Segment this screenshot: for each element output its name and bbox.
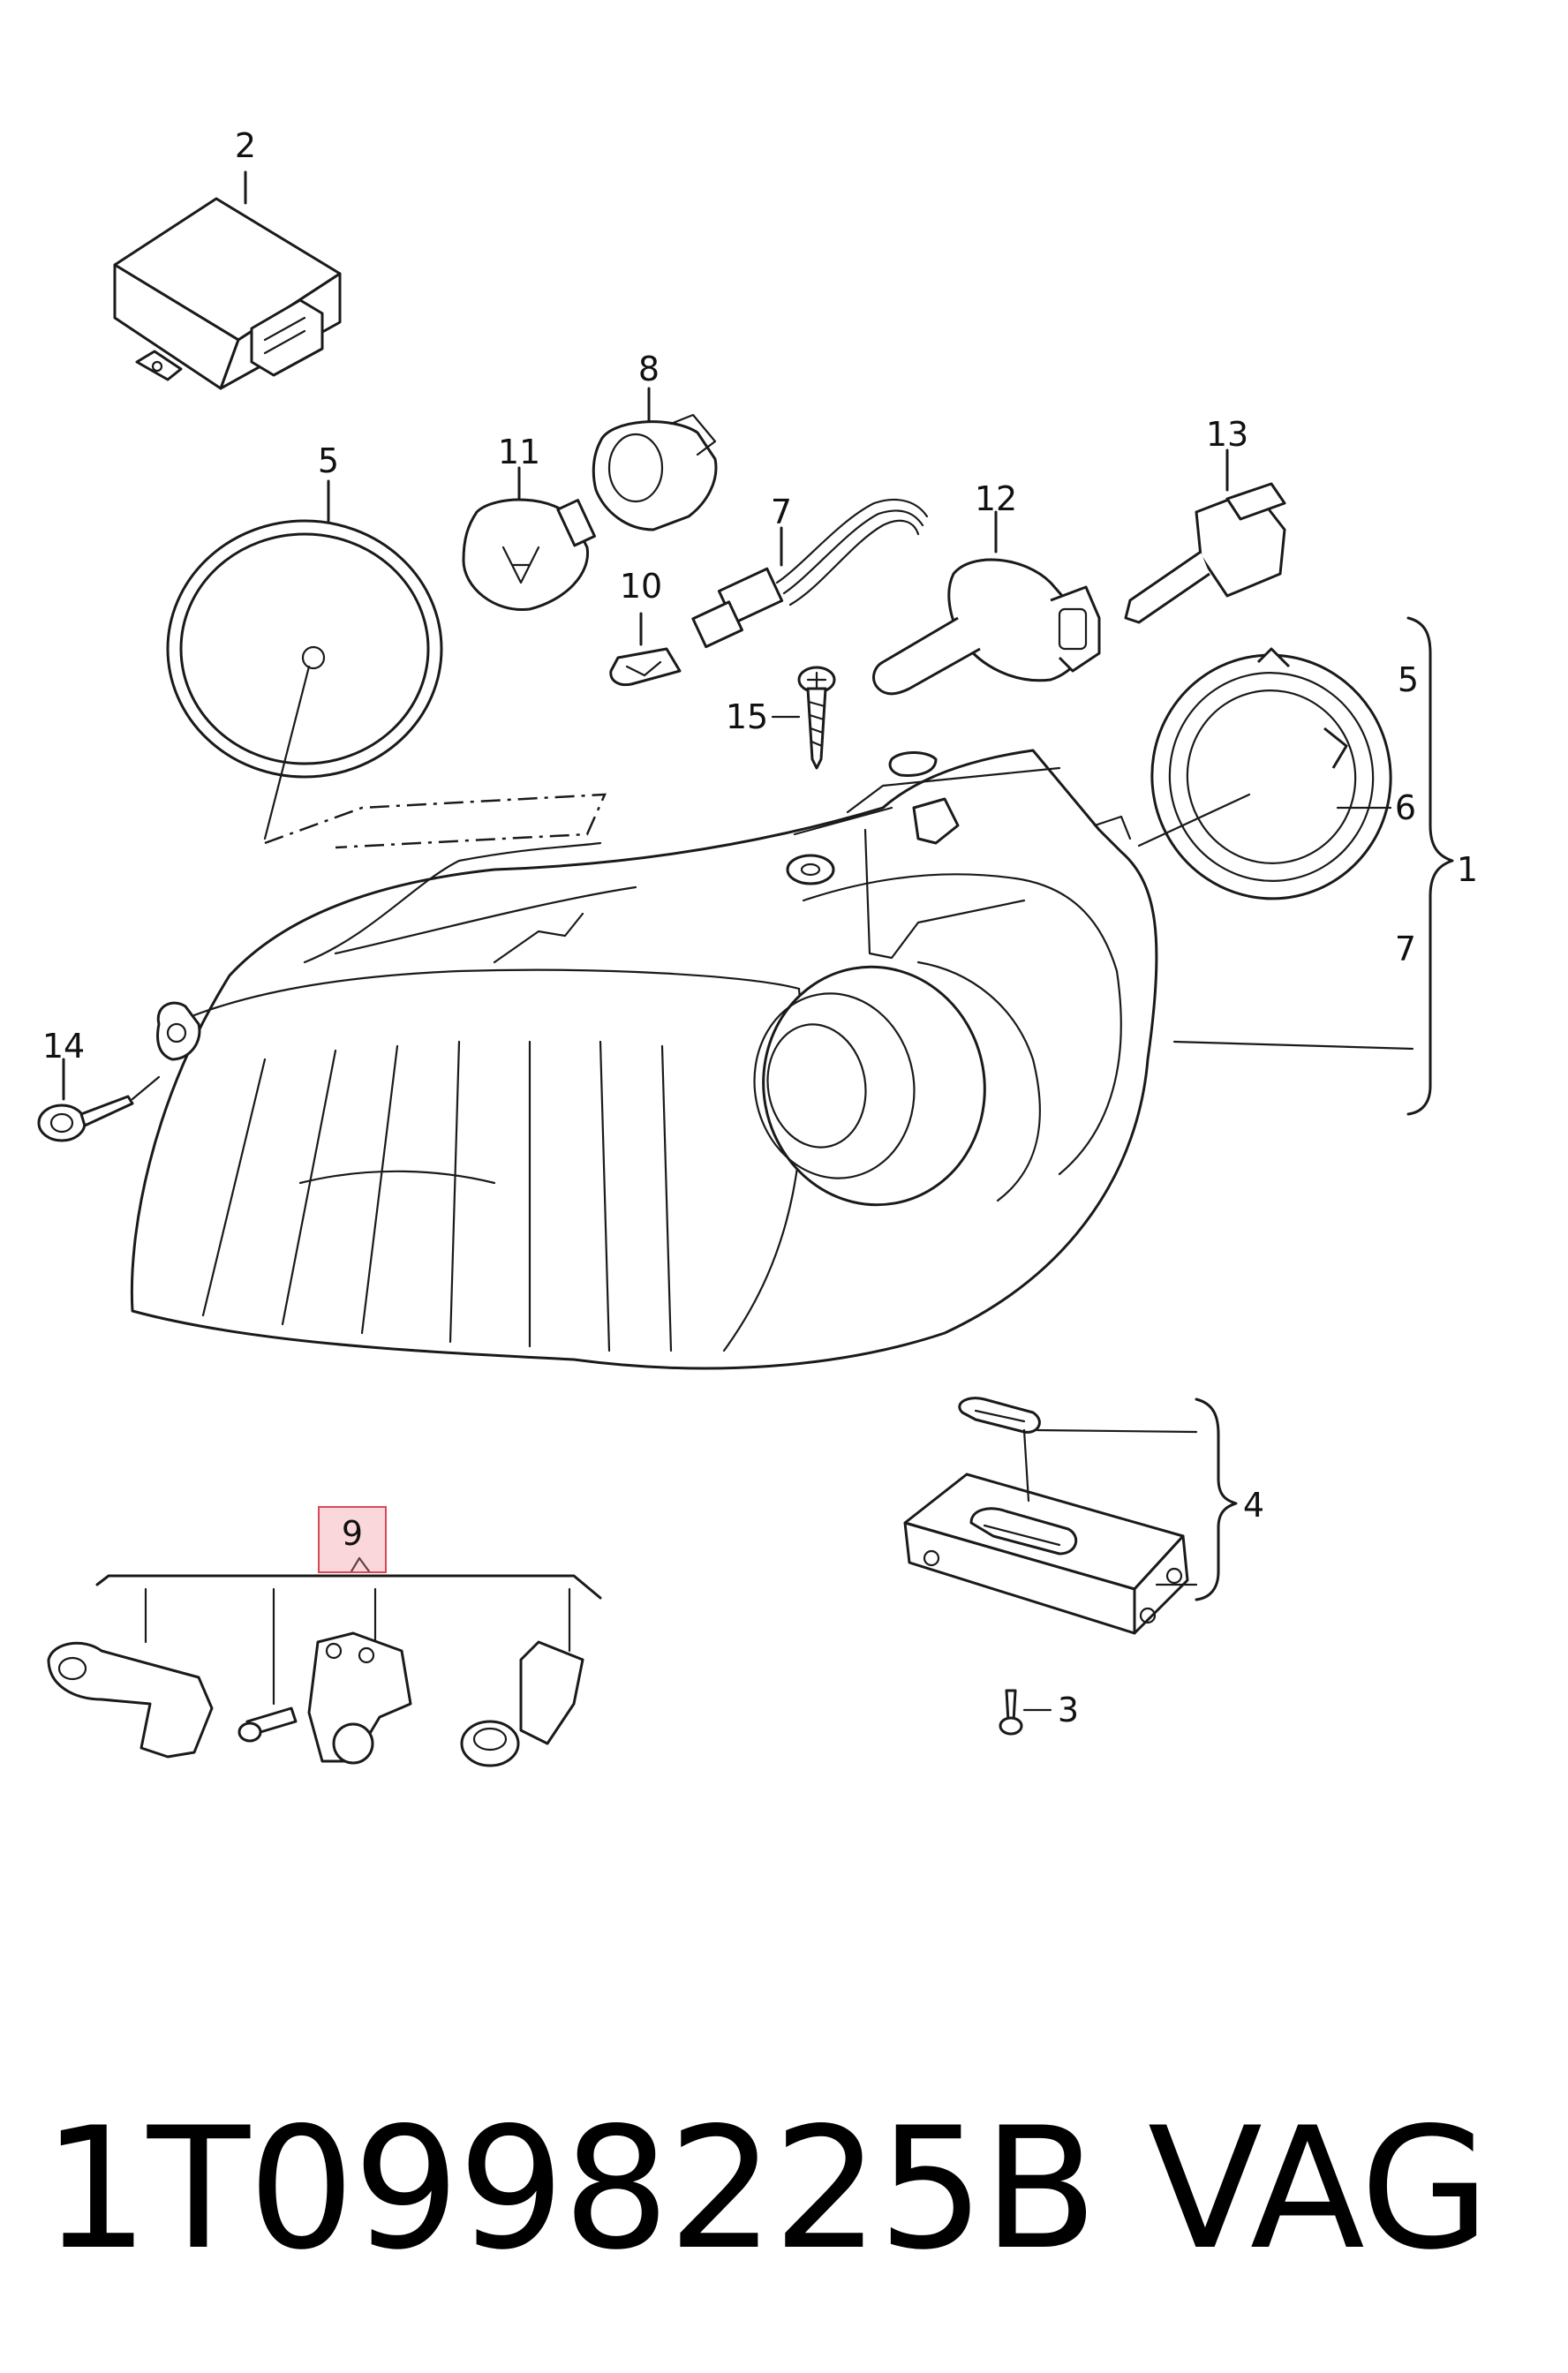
callout-14: 14 <box>41 1027 86 1066</box>
callout-2: 2 <box>234 126 257 165</box>
callout-6: 6 <box>1394 788 1417 827</box>
callout-5-seal: 5 <box>317 441 340 480</box>
bracket-repair-kit-icon <box>47 1556 602 1767</box>
bulb-holder-icon <box>592 387 718 531</box>
screw-icon <box>771 666 836 770</box>
callout-10: 10 <box>619 567 663 606</box>
h-bulb-icon <box>872 510 1101 696</box>
callout-12: 12 <box>974 479 1018 518</box>
callout-5-group: 5 <box>1397 660 1420 699</box>
part-number: 1T0998225B <box>42 2091 1097 2286</box>
callout-8: 8 <box>637 350 660 388</box>
callout-7-group: 7 <box>1394 930 1417 968</box>
control-unit-icon <box>113 170 342 390</box>
wiring-harness-icon <box>691 499 929 649</box>
reflector-ring-icon <box>1137 647 1414 1051</box>
callout-9: 9 <box>341 1514 364 1553</box>
highlight-box <box>318 1506 387 1573</box>
callout-11: 11 <box>497 433 541 471</box>
xenon-bulb-icon <box>1124 448 1286 624</box>
brand-name: VAG <box>1148 2091 1490 2286</box>
callout-13: 13 <box>1205 415 1249 454</box>
callout-1: 1 <box>1456 850 1479 889</box>
callout-7-harness: 7 <box>770 493 793 531</box>
callout-3: 3 <box>1057 1691 1080 1729</box>
seal-ring-icon <box>166 479 443 840</box>
ballast-unit-icon <box>903 1397 1238 1736</box>
adjuster-screw-icon <box>37 1001 201 1142</box>
headlamp-assembly-icon <box>130 749 1158 1370</box>
bulb-icon <box>462 466 597 612</box>
callout-15: 15 <box>725 697 769 736</box>
callout-4: 4 <box>1242 1486 1265 1525</box>
small-bulb-icon <box>609 612 682 687</box>
